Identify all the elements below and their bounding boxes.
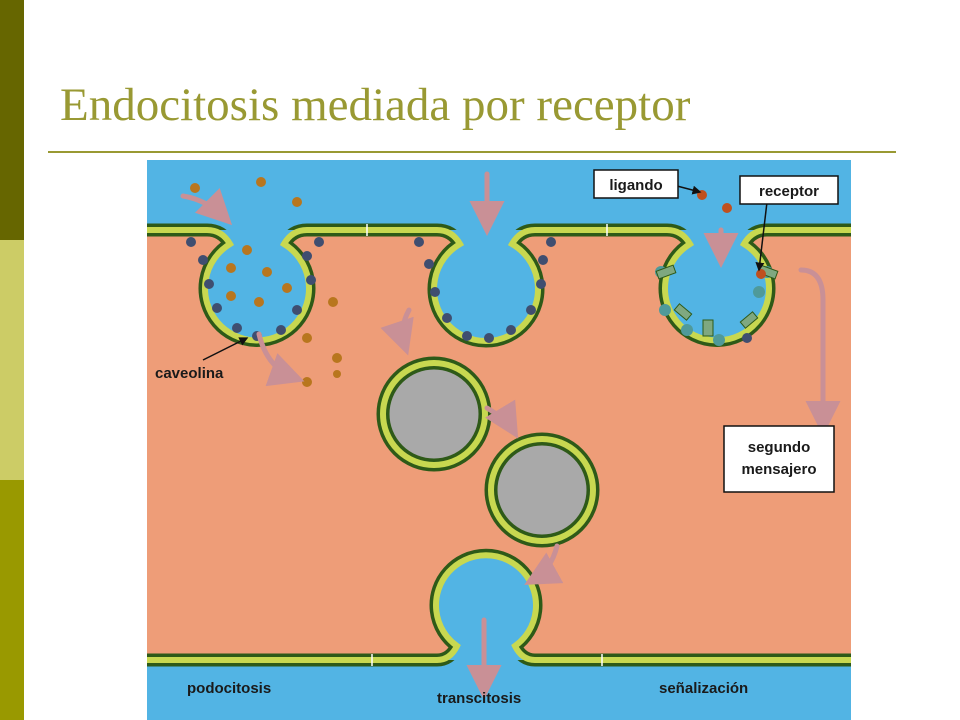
slide-title: Endocitosis mediada por receptor bbox=[60, 79, 691, 131]
receptor-box bbox=[739, 175, 839, 205]
ligando-label: ligando bbox=[609, 177, 662, 194]
exocytic-pit bbox=[429, 548, 543, 667]
vesicle-1 bbox=[376, 356, 492, 472]
senalizacion-label: señalización bbox=[659, 680, 748, 697]
pointer-arrows bbox=[202, 185, 768, 361]
segundo-label: segundo bbox=[748, 439, 811, 456]
sidebar-block-top bbox=[0, 0, 24, 240]
caveolina-label: caveolina bbox=[155, 365, 224, 382]
podocitosis-label: podocitosis bbox=[187, 680, 271, 697]
receptor-label: receptor bbox=[759, 183, 819, 200]
endocytosis-diagram: ligando receptor segundo mensajero caveo… bbox=[147, 160, 851, 720]
caveola-left bbox=[198, 223, 316, 347]
mensajero-label: mensajero bbox=[741, 461, 816, 478]
segundo-mensajero-box bbox=[723, 425, 835, 493]
ligando-box bbox=[593, 169, 679, 199]
title-underline bbox=[48, 151, 896, 153]
receptor-proteins bbox=[655, 264, 779, 346]
caveola-right bbox=[658, 223, 776, 347]
sidebar-block-middle bbox=[0, 240, 24, 480]
membrane-segment-marks bbox=[366, 224, 608, 666]
ligand-particles bbox=[190, 177, 766, 387]
sidebar-block-bottom bbox=[0, 480, 24, 720]
flow-arrows bbox=[180, 171, 841, 700]
transcitosis-label: transcitosis bbox=[437, 690, 521, 707]
caveolin-proteins bbox=[186, 237, 752, 343]
caveola-middle bbox=[427, 223, 545, 348]
vesicle-2 bbox=[484, 432, 600, 548]
